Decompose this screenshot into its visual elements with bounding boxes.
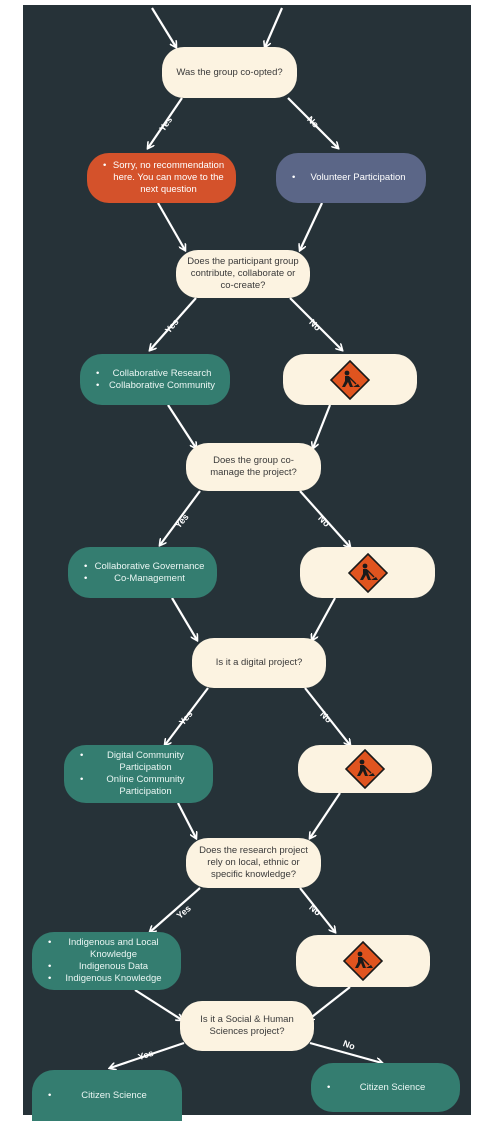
outcome-item: Digital Community Participation [80, 750, 203, 774]
question-local-knowledge: Does the research project rely on local,… [186, 838, 321, 888]
outcome-item: Online Community Participation [80, 774, 203, 798]
outcome-citizen-science-yes: Citizen Science [32, 1070, 182, 1121]
outcome-under-construction [283, 354, 417, 405]
construction-sign-icon [330, 359, 370, 400]
outcome-under-construction [298, 745, 432, 793]
construction-sign-icon [343, 941, 383, 981]
outcome-item: Collaborative Community [96, 380, 220, 392]
construction-sign-icon [347, 552, 388, 593]
outcome-item: Citizen Science [48, 1090, 172, 1102]
question-contribute: Does the participant group contribute, c… [176, 250, 310, 298]
construction-sign-icon [345, 749, 385, 789]
question-co-opted-text: Was the group co-opted? [176, 66, 283, 78]
outcome-under-construction [300, 547, 435, 598]
outcome-item: Co-Management [84, 573, 207, 585]
question-co-manage: Does the group co-manage the project? [186, 443, 321, 491]
question-social-human-sciences-text: Is it a Social & Human Sciences project? [200, 1014, 294, 1037]
outcome-item: Citizen Science [327, 1082, 450, 1094]
question-digital: Is it a digital project? [192, 638, 326, 688]
question-co-opted: Was the group co-opted? [162, 47, 297, 98]
outcome-no-recommendation: Sorry, no recommendation here. You can m… [87, 153, 236, 203]
outcome-item: Collaborative Research [96, 368, 220, 380]
outcome-item: Indigenous Data [48, 961, 171, 973]
outcome-under-construction [296, 935, 430, 987]
question-co-manage-text: Does the group co-manage the project? [210, 455, 297, 478]
outcome-item: Indigenous and Local Knowledge [48, 937, 171, 961]
question-local-knowledge-text: Does the research project rely on local,… [199, 845, 308, 880]
outcome-indigenous-knowledge: Indigenous and Local Knowledge Indigenou… [32, 932, 181, 990]
outcome-collaborative-governance: Collaborative Governance Co-Management [68, 547, 217, 598]
outcome-digital-participation: Digital Community Participation Online C… [64, 745, 213, 803]
question-contribute-text: Does the participant group contribute, c… [187, 256, 299, 291]
outcome-citizen-science-no: Citizen Science [311, 1063, 460, 1112]
outcome-item: Indigenous Knowledge [48, 973, 171, 985]
question-digital-text: Is it a digital project? [215, 657, 303, 668]
outcome-item: Volunteer Participation [292, 172, 416, 184]
outcome-item: Collaborative Governance [84, 561, 207, 573]
outcome-volunteer-participation: Volunteer Participation [276, 153, 426, 203]
outcome-collaborative: Collaborative Research Collaborative Com… [80, 354, 230, 405]
outcome-item: Sorry, no recommendation here. You can m… [103, 160, 226, 196]
question-social-human-sciences: Is it a Social & Human Sciences project? [180, 1001, 314, 1051]
